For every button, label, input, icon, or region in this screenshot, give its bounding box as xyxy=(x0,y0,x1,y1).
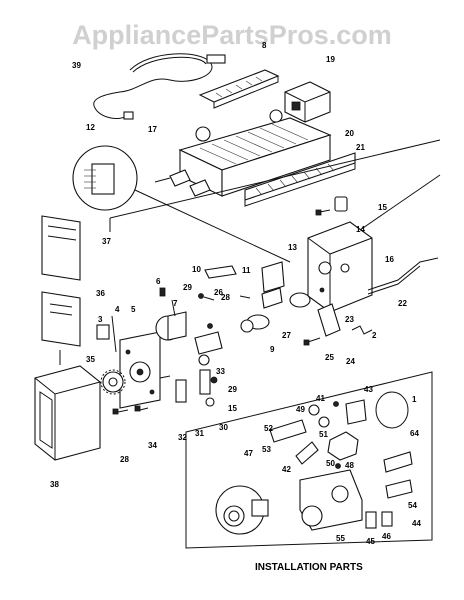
control-housing-part xyxy=(307,221,373,313)
terminal-block-detail xyxy=(72,145,291,263)
callout-label: 41 xyxy=(316,394,325,403)
bracket-assembly-parts xyxy=(159,354,218,407)
mounting-bracket-part xyxy=(284,81,331,123)
callout-label: 55 xyxy=(336,534,345,543)
callout-label: 15 xyxy=(228,404,237,413)
watermark-text: AppliancePartsPros.com xyxy=(72,20,392,50)
callout-label: 45 xyxy=(366,537,375,546)
callout-label: 2 xyxy=(372,331,377,340)
callout-label: 7 xyxy=(173,299,178,308)
callout-label: 49 xyxy=(296,405,305,414)
callout-labels: 39 8 19 12 17 20 21 15 14 37 13 16 10 11… xyxy=(50,41,421,546)
small-parts-left xyxy=(59,315,117,365)
callout-label: 53 xyxy=(262,445,271,454)
cover-plate-part xyxy=(41,291,81,347)
callout-label: 52 xyxy=(264,424,273,433)
callout-label: 34 xyxy=(148,441,157,450)
callout-label: 20 xyxy=(345,129,354,138)
callout-label: 38 xyxy=(50,480,59,489)
callout-label: 24 xyxy=(346,357,355,366)
callout-label: 39 xyxy=(72,61,81,70)
lever-spring-parts xyxy=(303,303,373,346)
wire-harness-part xyxy=(93,53,226,120)
callout-label: 44 xyxy=(412,519,421,528)
callout-label: 8 xyxy=(262,41,267,50)
motor-part xyxy=(155,287,187,341)
callout-label: 51 xyxy=(319,430,328,439)
callout-label: 1 xyxy=(412,395,417,404)
callout-label: 43 xyxy=(364,385,373,394)
callout-label: 29 xyxy=(183,283,192,292)
callout-label: 21 xyxy=(356,143,365,152)
bail-arm-part xyxy=(367,257,439,295)
callout-label: 32 xyxy=(178,433,187,442)
callout-label: 64 xyxy=(410,429,419,438)
callout-label: 30 xyxy=(219,423,228,432)
callout-label: 35 xyxy=(86,355,95,364)
callout-label: 11 xyxy=(242,266,251,275)
callout-label: 22 xyxy=(398,299,407,308)
callout-label: 5 xyxy=(131,305,136,314)
installation-parts-box xyxy=(185,371,433,549)
callout-label: 12 xyxy=(86,123,95,132)
callout-label: 48 xyxy=(345,461,354,470)
callout-label: 37 xyxy=(102,237,111,246)
callout-label: 14 xyxy=(356,225,365,234)
callout-label: 46 xyxy=(382,532,391,541)
switch-part xyxy=(194,293,223,355)
callout-label: 31 xyxy=(195,429,204,438)
callout-label: 50 xyxy=(326,459,335,468)
mount-screws xyxy=(112,405,149,415)
drive-gear-part xyxy=(100,369,126,395)
callout-label: 54 xyxy=(408,501,417,510)
thermostat-cluster xyxy=(204,261,311,333)
callout-label: 13 xyxy=(288,243,297,252)
callout-label: 6 xyxy=(156,277,161,286)
assembly-frame-lines xyxy=(109,139,441,232)
installation-parts-caption: INSTALLATION PARTS xyxy=(255,562,363,573)
callout-label: 23 xyxy=(345,315,354,324)
callout-label: 36 xyxy=(96,289,105,298)
shutoff-arm-part xyxy=(198,69,280,109)
callout-label: 16 xyxy=(385,255,394,264)
callout-label: 9 xyxy=(270,345,275,354)
callout-label: 4 xyxy=(115,305,120,314)
callout-label: 25 xyxy=(325,353,334,362)
fill-cup-part xyxy=(41,215,81,281)
callout-label: 3 xyxy=(98,315,103,324)
callout-label: 10 xyxy=(192,265,201,274)
callout-label: 26 xyxy=(214,288,223,297)
ice-mold-part xyxy=(154,109,332,197)
callout-label: 33 xyxy=(216,367,225,376)
callout-label: 47 xyxy=(244,449,253,458)
callout-label: 19 xyxy=(326,55,335,64)
callout-label: 29 xyxy=(228,385,237,394)
callout-label: 15 xyxy=(378,203,387,212)
callout-label: 17 xyxy=(148,125,157,134)
callout-label: 27 xyxy=(282,331,291,340)
callout-label: 28 xyxy=(120,455,129,464)
callout-label: 42 xyxy=(282,465,291,474)
module-plate-part xyxy=(119,331,161,409)
clip-part xyxy=(315,196,348,216)
callout-label: 28 xyxy=(221,293,230,302)
ice-bucket-part xyxy=(34,365,101,461)
